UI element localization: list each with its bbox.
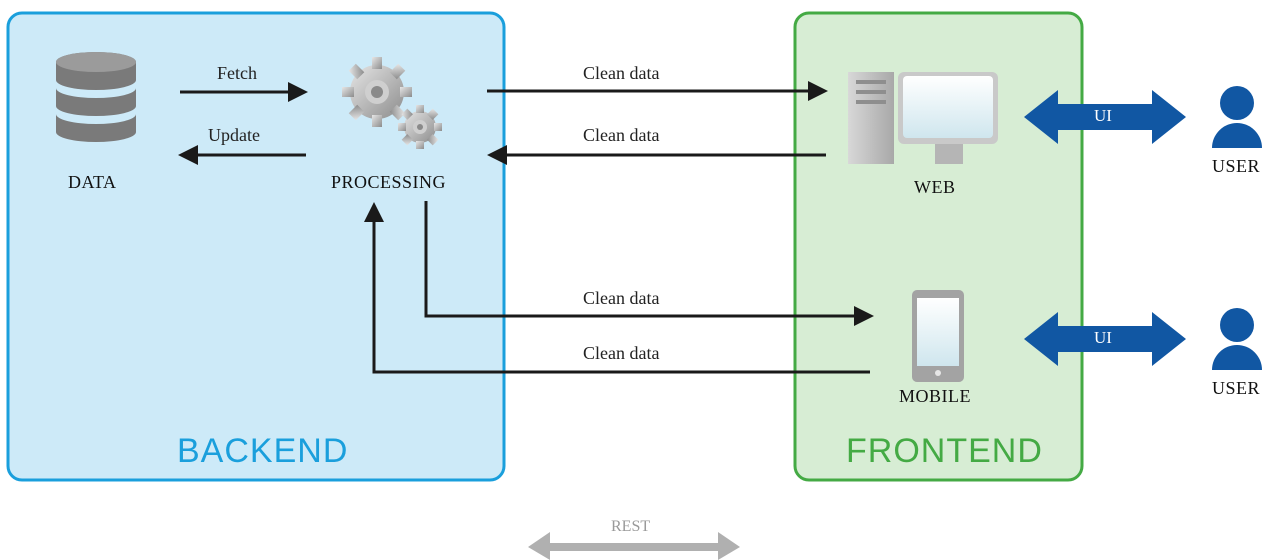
- update-arrow: [178, 145, 306, 165]
- desktop-computer-icon: [848, 72, 998, 164]
- fetch-arrow: [180, 82, 308, 102]
- clean-data-label-2: Clean data: [583, 125, 660, 145]
- user-icon: [1212, 86, 1262, 148]
- user-label-web: USER: [1212, 156, 1261, 176]
- ui-label-mobile: UI: [1094, 328, 1112, 347]
- ui-arrow-web: [1024, 90, 1186, 144]
- user-icon: [1212, 308, 1262, 370]
- database-icon: [56, 52, 136, 142]
- ui-arrow-mobile: [1024, 312, 1186, 366]
- clean-data-label-4: Clean data: [583, 343, 660, 363]
- data-label: DATA: [68, 172, 117, 192]
- user-label-mobile: USER: [1212, 378, 1261, 398]
- processing-label: PROCESSING: [331, 172, 447, 192]
- web-to-processing-arrow: [487, 145, 826, 165]
- web-label: WEB: [914, 177, 956, 197]
- processing-to-mobile-arrow: [424, 201, 874, 326]
- clean-data-label-3: Clean data: [583, 288, 660, 308]
- update-label: Update: [208, 125, 260, 145]
- fetch-label: Fetch: [217, 63, 257, 83]
- mobile-to-processing-arrow: [364, 202, 870, 374]
- rest-arrow: [528, 532, 740, 560]
- backend-title: BACKEND: [177, 432, 349, 470]
- mobile-label: MOBILE: [899, 386, 971, 406]
- frontend-title: FRONTEND: [846, 432, 1043, 470]
- smartphone-icon: [912, 290, 964, 382]
- clean-data-label-1: Clean data: [583, 63, 660, 83]
- processing-to-web-arrow: [487, 81, 828, 101]
- rest-label: REST: [611, 518, 651, 535]
- gears-icon: [342, 57, 442, 149]
- ui-label-web: UI: [1094, 106, 1112, 125]
